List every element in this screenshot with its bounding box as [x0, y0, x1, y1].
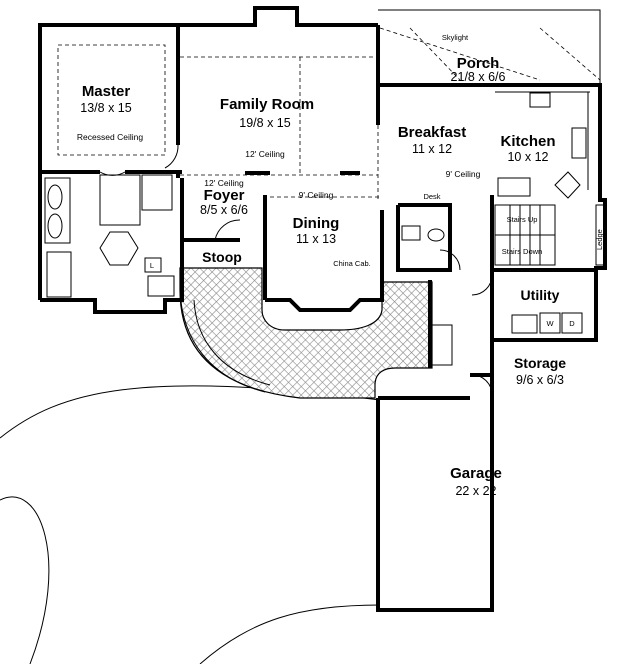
stoop-name: Stoop [202, 249, 242, 265]
room-porch: Skylight Porch 21/8 x 6/6 [442, 33, 506, 84]
stairs-down-label: Stairs Down [502, 247, 542, 256]
master-dims: 13/8 x 15 [80, 101, 131, 115]
dining-name: Dining [293, 215, 340, 232]
room-utility: Utility W D [521, 287, 576, 328]
utility-name: Utility [521, 287, 560, 303]
room-foyer: 12' Ceiling Foyer 8/5 x 6/6 [200, 178, 248, 217]
dryer-label: D [569, 319, 575, 328]
room-kitchen: Kitchen 10 x 12 [500, 133, 555, 164]
storage-dims: 9/6 x 6/3 [516, 373, 564, 387]
linen-label: L [150, 261, 154, 270]
kitchen-dims: 10 x 12 [507, 150, 548, 164]
family-room-name: Family Room [220, 96, 314, 113]
foyer-name: Foyer [204, 187, 245, 204]
exterior-walls [38, 6, 607, 612]
room-stoop: Stoop [202, 249, 242, 265]
skylight-label: Skylight [442, 33, 469, 42]
master-name: Master [82, 83, 131, 100]
room-master: Master 13/8 x 15 Recessed Ceiling [77, 83, 143, 142]
garage-name: Garage [450, 465, 502, 482]
washer-label: W [546, 319, 554, 328]
room-breakfast: Breakfast 11 x 12 9' Ceiling [398, 124, 481, 179]
breakfast-name: Breakfast [398, 124, 466, 141]
garage-dims: 22 x 22 [455, 484, 496, 498]
porch-dims: 21/8 x 6/6 [451, 70, 506, 84]
ceiling-outlines [57, 27, 601, 200]
dining-ceiling-note: 9' Ceiling [299, 190, 334, 200]
interior-walls [40, 25, 607, 610]
ledge-label: Ledge [595, 229, 604, 250]
china-cabinet-label: China Cab. [333, 259, 371, 268]
desk-label: Desk [423, 192, 440, 201]
porch-name: Porch [457, 55, 500, 72]
stairs-up-label: Stairs Up [507, 215, 538, 224]
room-storage: Storage 9/6 x 6/3 [514, 355, 566, 387]
kitchen-name: Kitchen [500, 133, 555, 150]
doors [99, 144, 493, 396]
foyer-dims: 8/5 x 6/6 [200, 203, 248, 217]
master-ceiling-note: Recessed Ceiling [77, 132, 143, 142]
room-dining: 9' Ceiling Dining 11 x 13 China Cab. [293, 190, 371, 268]
family-room-dims: 19/8 x 15 [239, 116, 290, 130]
room-garage: Garage 22 x 22 [450, 465, 502, 498]
breakfast-dims: 11 x 12 [412, 142, 452, 156]
family-room-ceiling-note: 12' Ceiling [245, 149, 285, 159]
storage-name: Storage [514, 355, 566, 371]
driveway [0, 385, 381, 664]
breakfast-ceiling-note: 9' Ceiling [446, 169, 481, 179]
dining-dims: 11 x 13 [296, 232, 336, 246]
stairs [494, 204, 556, 266]
foyer-ceiling-note: 12' Ceiling [204, 178, 244, 188]
room-family-room: Family Room 19/8 x 15 12' Ceiling [220, 96, 314, 159]
front-walkway [179, 267, 433, 399]
